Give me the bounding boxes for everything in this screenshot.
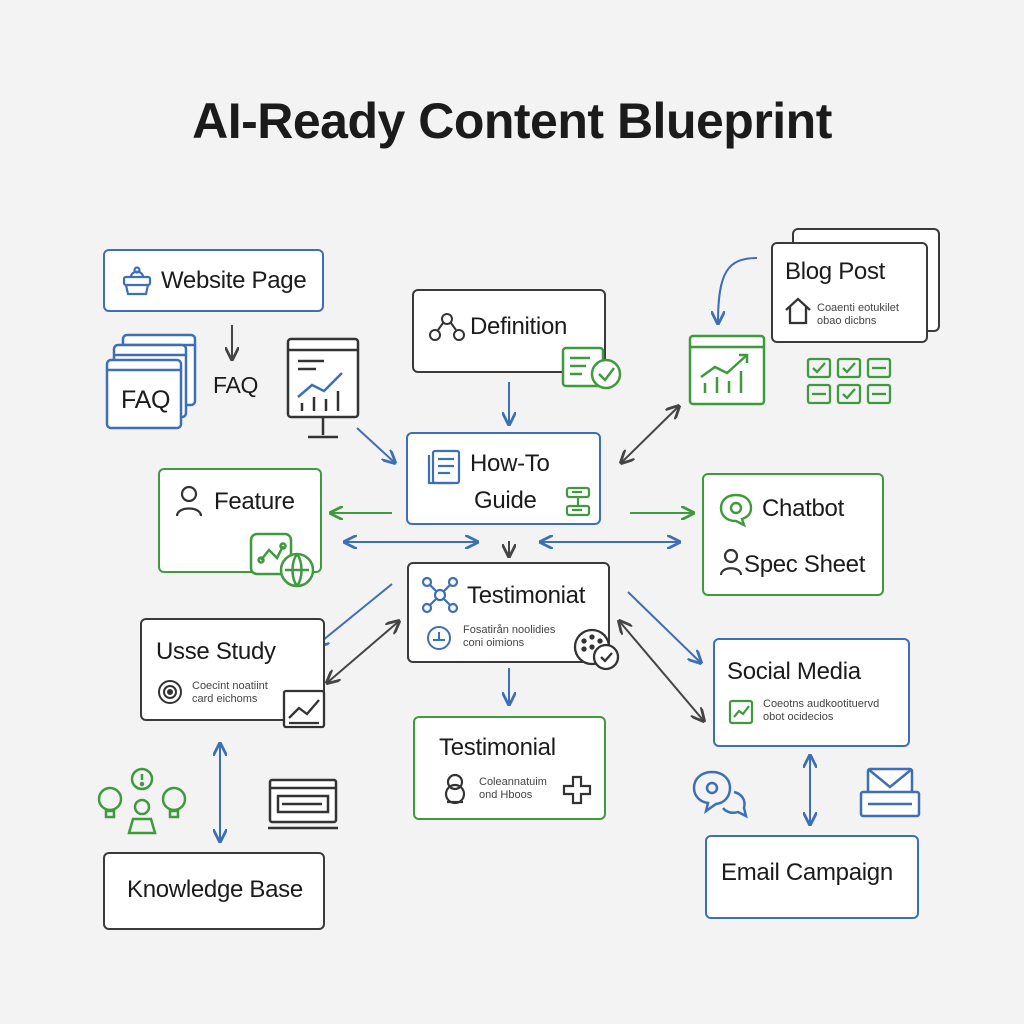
person-icon xyxy=(444,773,466,805)
badge-icon xyxy=(427,626,451,650)
chat-bubble-icon xyxy=(719,493,753,527)
node-testimonial-sub2: ond Hboos xyxy=(479,789,533,801)
home-icon xyxy=(785,297,811,325)
node-how-to-guide[interactable]: How-To Guide xyxy=(406,432,601,525)
node-testimonial-label: Testimonial xyxy=(439,734,556,761)
envelope-icon xyxy=(859,767,921,818)
chat-bubbles-icon xyxy=(692,770,748,819)
node-social-media-sub1: Coeotns audkootituervd xyxy=(763,698,880,710)
node-how-to-guide-label2: Guide xyxy=(474,487,537,514)
arrow-howto-chart xyxy=(622,407,678,462)
browser-windows-icon xyxy=(105,333,197,430)
node-email-campaign[interactable]: Email Campaign xyxy=(705,835,919,919)
user-icon xyxy=(175,485,203,517)
node-testimoniat[interactable]: Testimoniat Fosatirån noolidies coni oim… xyxy=(407,562,610,663)
flow-steps-icon xyxy=(565,486,591,517)
line-chart-icon xyxy=(282,689,326,729)
faq-side-label: FAQ xyxy=(213,372,259,398)
node-spec-sheet-label: Spec Sheet xyxy=(744,551,866,578)
node-website-page-label: Website Page xyxy=(161,267,307,294)
node-email-campaign-label: Email Campaign xyxy=(721,859,893,886)
checklist-grid-icon xyxy=(806,357,892,405)
node-blog-post-label: Blog Post xyxy=(785,258,886,285)
node-blog-post-sub1: Coaenti eotukilet xyxy=(817,302,899,314)
node-usse-study-label: Usse Study xyxy=(156,638,276,665)
document-check-icon xyxy=(561,346,622,390)
node-chatbot-label: Chatbot xyxy=(762,495,844,522)
document-icon xyxy=(427,449,461,485)
node-social-media-label: Social Media xyxy=(727,658,861,685)
node-testimonial[interactable]: Testimonial Coleannatuim ond Hboos xyxy=(413,716,606,820)
node-usse-study-sub1: Coecint noatiint xyxy=(192,680,268,692)
node-feature-label: Feature xyxy=(214,488,295,515)
node-knowledge-base-label: Knowledge Base xyxy=(127,876,303,903)
plus-icon xyxy=(562,775,592,805)
node-testimonial-sub1: Coleannatuim xyxy=(479,776,547,788)
laptop-icon xyxy=(268,778,338,830)
node-social-media-sub2: obot ocidecios xyxy=(763,711,834,723)
node-testimoniat-sub1: Fosatirån noolidies xyxy=(463,624,556,636)
puzzle-globe-icon xyxy=(249,532,315,588)
node-chatbot[interactable]: Chatbot Spec Sheet xyxy=(702,473,884,596)
target-icon xyxy=(158,680,182,704)
org-chart-icon xyxy=(429,313,465,341)
node-testimoniat-label: Testimoniat xyxy=(467,582,586,609)
node-blog-post-sub2: obao dicbns xyxy=(817,315,877,327)
user-icon xyxy=(719,548,743,576)
node-how-to-guide-label1: How-To xyxy=(470,450,550,477)
arrow-testimoniat-social xyxy=(620,622,703,720)
node-blog-post[interactable]: Blog Post Coaenti eotukilet obao dicbns xyxy=(771,242,928,343)
arrow-usse-testimoniat xyxy=(328,622,398,682)
node-website-page[interactable]: Website Page xyxy=(103,249,324,312)
dial-clock-icon xyxy=(573,628,620,671)
node-faq-card[interactable]: FAQ xyxy=(105,332,197,432)
network-icon xyxy=(421,576,459,614)
node-knowledge-base[interactable]: Knowledge Base xyxy=(103,852,325,930)
arrow-monitor-to-howto xyxy=(356,427,394,462)
node-faq-card-label: FAQ xyxy=(121,386,171,414)
monitor-chart-icon xyxy=(286,337,360,439)
growth-chart-icon xyxy=(688,334,766,406)
idea-team-icon xyxy=(97,767,187,835)
node-usse-study-sub2: card eichoms xyxy=(192,693,258,705)
node-social-media[interactable]: Social Media Coeotns audkootituervd obot… xyxy=(713,638,910,747)
arrow-blog-curve xyxy=(718,257,758,322)
arrow-to-social-media xyxy=(627,591,700,662)
basket-icon xyxy=(122,266,152,296)
diagram-title: AI-Ready Content Blueprint xyxy=(192,93,832,149)
trend-icon xyxy=(728,699,754,725)
node-testimoniat-sub2: coni oimions xyxy=(463,637,525,649)
node-definition-label: Definition xyxy=(470,313,568,340)
